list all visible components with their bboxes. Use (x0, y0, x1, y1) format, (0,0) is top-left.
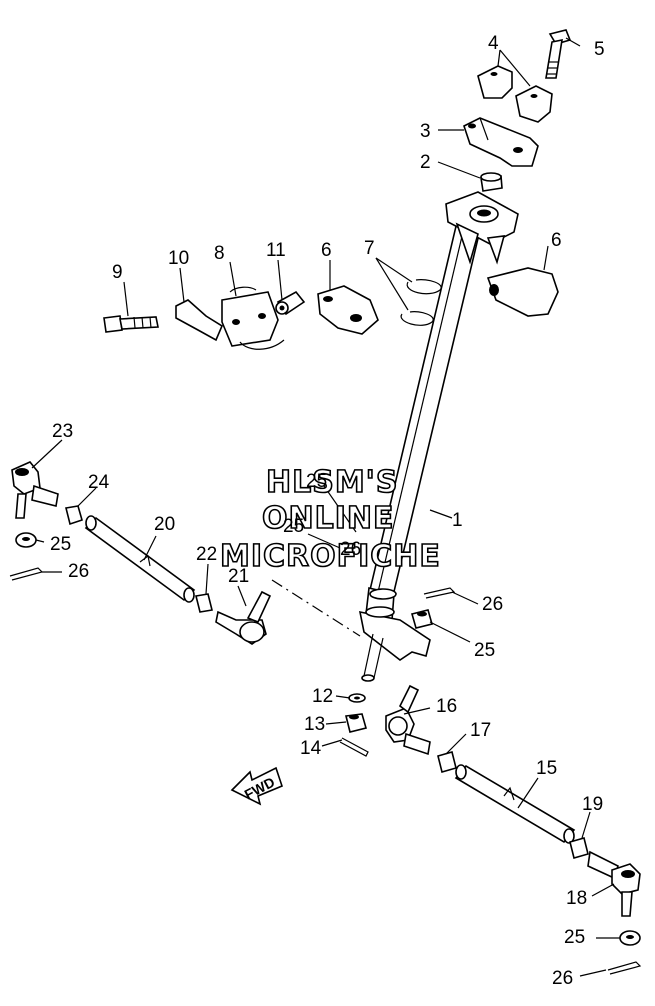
callout-9: 9 (112, 262, 123, 283)
pivot-guide-line (271, 579, 361, 637)
callout-25-watermark-lower: 25 (283, 516, 304, 537)
column-holder-part (463, 117, 539, 167)
callout-26-watermark: 26 (340, 539, 361, 560)
locknut-part (65, 505, 213, 613)
callout-25-watermark-upper: 25 (306, 471, 327, 492)
callout-4: 4 (488, 33, 499, 54)
callout-17: 17 (470, 720, 491, 741)
callout-7: 7 (364, 238, 375, 259)
callout-24: 24 (88, 472, 110, 493)
upper-cotter-pin-part (423, 587, 456, 599)
watermark-line-2: ONLINE (262, 501, 395, 536)
watermark: HLSM'S ONLINE MICROFICHE (219, 464, 441, 575)
circlip-part (400, 279, 442, 326)
callout-3: 3 (420, 121, 431, 142)
callout-26-left: 26 (68, 561, 89, 582)
locknut-right-part (437, 751, 589, 859)
callout-23: 23 (52, 421, 73, 442)
cotter-pin-right-part (607, 961, 642, 975)
upper-nut-part (411, 609, 433, 629)
center-cotter-pin-part (339, 737, 369, 757)
tie-rod-end-left-part (11, 461, 59, 519)
callout-25-right: 25 (564, 927, 585, 948)
watermark-line-1: HLSM'S (266, 465, 398, 500)
watermark-line-3: MICROFICHE (220, 539, 441, 574)
callout-25-left: 25 (50, 534, 71, 555)
castle-nut-right-part (619, 930, 641, 946)
callout-12: 12 (312, 686, 333, 707)
callout-14: 14 (300, 738, 322, 759)
tie-rod-end-inner-part (215, 590, 272, 645)
lock-washer-part (175, 299, 224, 342)
center-nut-part (345, 713, 367, 733)
callout-25-center: 25 (474, 640, 495, 661)
bolt-long-part (103, 315, 159, 333)
callout-2: 2 (420, 152, 431, 173)
leader-lines (31, 37, 620, 977)
bolt-part (545, 29, 572, 79)
cotter-pin-part (9, 567, 44, 581)
callout-10: 10 (168, 248, 189, 269)
callout-18: 18 (566, 888, 587, 909)
callout-8: 8 (214, 243, 225, 264)
washer-part (348, 693, 366, 703)
callout-26-center: 26 (482, 594, 503, 615)
callout-13: 13 (304, 714, 325, 735)
callout-22: 22 (196, 544, 217, 565)
callout-20: 20 (154, 514, 175, 535)
holder-cap-part (477, 65, 553, 123)
castle-nut-part (15, 532, 37, 548)
bushing-part (480, 172, 503, 192)
callout-6-right: 6 (551, 230, 562, 251)
bearing-half-part (317, 267, 559, 335)
forward-direction-arrow: FWD (230, 766, 283, 806)
tie-rod-end-right-lower-part (587, 850, 641, 917)
collar-part (275, 290, 306, 316)
steering-column-part (358, 191, 519, 682)
callout-15: 15 (536, 758, 557, 779)
plate-part (221, 286, 285, 350)
callout-5: 5 (594, 39, 605, 60)
callout-26-right: 26 (552, 968, 573, 989)
tie-rod-left-part (84, 515, 196, 603)
callout-numbers: 1 2 3 4 5 6 6 7 8 9 10 11 12 13 14 15 16… (50, 33, 605, 989)
callout-6-left: 6 (321, 240, 332, 261)
callout-21: 21 (228, 566, 249, 587)
callout-1: 1 (452, 510, 463, 531)
callout-11: 11 (266, 240, 286, 261)
tie-rod-right-part (454, 764, 576, 844)
tie-rod-end-right-upper-part (385, 684, 431, 756)
callout-19: 19 (582, 794, 603, 815)
callout-16: 16 (436, 696, 457, 717)
